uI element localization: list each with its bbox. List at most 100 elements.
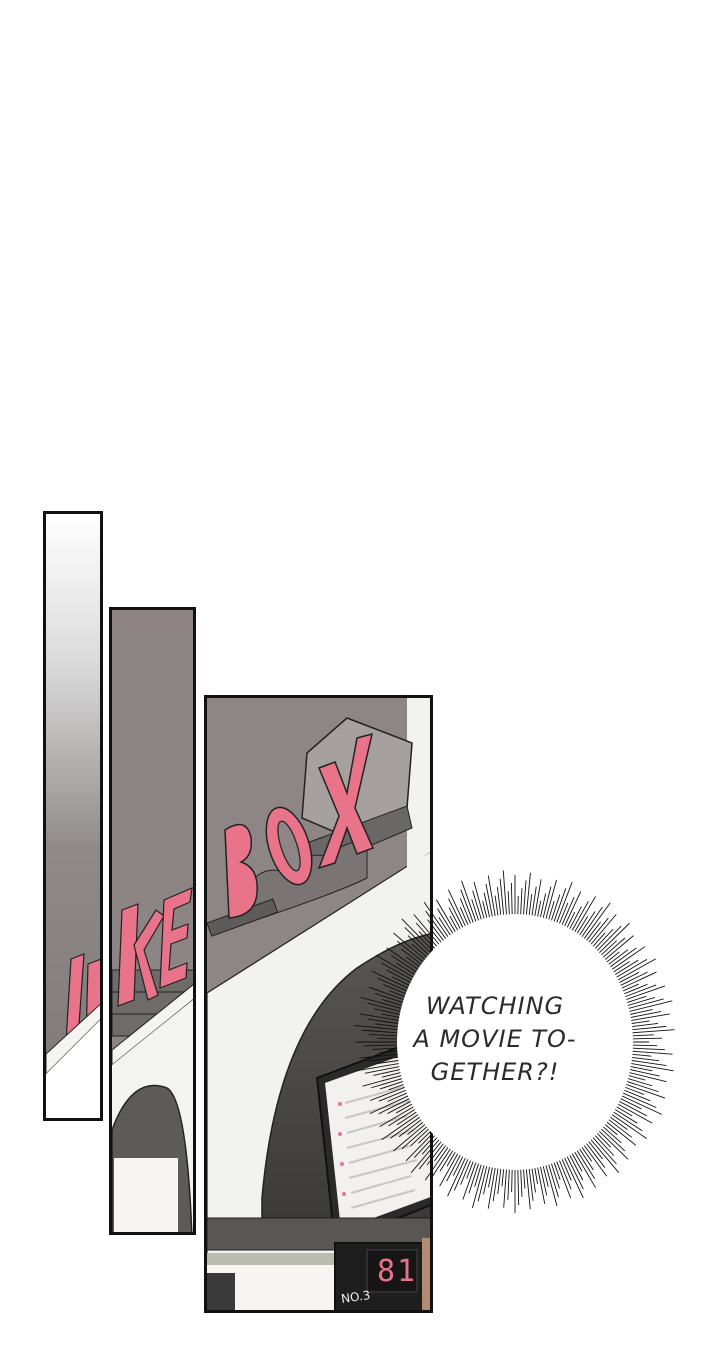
speech-burst — [353, 870, 675, 1213]
burst-spike — [578, 906, 603, 942]
burst-spike — [525, 872, 531, 921]
burst-spike — [543, 879, 557, 925]
burst-spike — [606, 1110, 647, 1139]
burst-spike — [492, 1162, 500, 1202]
burst-spike — [487, 875, 497, 922]
burst-spike — [436, 899, 459, 938]
burst-spike — [472, 1159, 487, 1209]
burst-spike — [369, 1093, 414, 1115]
burst-spike — [432, 1143, 454, 1177]
burst-spike — [361, 1029, 404, 1034]
burst-spike — [517, 1163, 520, 1205]
burst-spike — [617, 1090, 657, 1108]
burst-spike — [613, 1098, 648, 1117]
burst-spike — [375, 954, 419, 981]
burst-spike — [554, 1155, 572, 1199]
burst-spike — [381, 1110, 424, 1141]
burst-spike — [551, 888, 567, 928]
burst-spike — [533, 879, 542, 922]
burst-spike — [571, 1146, 596, 1188]
burst-spike — [477, 1160, 489, 1202]
burst-spike — [364, 1064, 406, 1074]
burst-spike — [410, 1134, 444, 1173]
burst-spike — [448, 898, 466, 933]
burst-spike — [415, 922, 442, 951]
burst-spike — [364, 1044, 404, 1047]
burst-spike — [507, 1163, 511, 1200]
burst-spike — [606, 946, 646, 974]
burst-spike — [371, 970, 414, 991]
burst-spike — [592, 925, 622, 956]
burst-spike — [393, 932, 430, 964]
burst-spike — [623, 1000, 673, 1014]
burst-spike — [620, 985, 666, 1002]
burst-spike — [390, 1113, 425, 1139]
burst-spike — [356, 1062, 405, 1072]
burst-spike — [424, 1142, 452, 1181]
burst-spike — [543, 1159, 558, 1207]
burst-spike — [460, 889, 476, 929]
burst-spike — [401, 1122, 432, 1150]
burst-spike — [522, 880, 527, 921]
burst-spike — [423, 901, 452, 942]
burst-spike — [377, 977, 413, 994]
panel-3-art — [207, 698, 430, 1310]
burst-spike — [588, 1133, 617, 1165]
burst-spike — [473, 881, 487, 925]
burst-spike — [405, 1128, 438, 1162]
burst-spike — [573, 1145, 596, 1180]
comic-panel-1 — [43, 511, 103, 1121]
sign-fragment-ke — [117, 887, 193, 1007]
burst-spike — [626, 1047, 665, 1051]
burst-spike — [571, 896, 596, 938]
burst-spike — [594, 922, 630, 958]
burst-spike — [369, 1084, 411, 1101]
burst-spike — [620, 1082, 666, 1099]
burst-spike — [622, 998, 664, 1011]
burst-spike — [359, 1053, 404, 1059]
burst-spike — [608, 1108, 643, 1132]
burst-spike — [360, 1013, 405, 1022]
burst-spike — [616, 1093, 663, 1115]
panel-2-art — [112, 610, 193, 1232]
burst-spike — [439, 1148, 461, 1187]
burst-spike — [503, 1163, 508, 1208]
burst-spike — [453, 1153, 471, 1191]
burst-spike — [447, 1152, 469, 1197]
burst-spike — [561, 891, 582, 932]
burst-spike — [612, 1100, 653, 1124]
burst-spike — [556, 1154, 572, 1190]
speech-line-2: A MOVIE TO- — [413, 1025, 577, 1053]
burst-spike — [371, 1076, 408, 1089]
burst-spike — [625, 1059, 667, 1066]
burst-spike — [626, 1050, 673, 1055]
burst-spike — [569, 901, 589, 936]
burst-spike — [367, 1018, 405, 1025]
burst-spike — [561, 1152, 584, 1199]
burst-spike — [378, 1095, 415, 1115]
burst-spike — [393, 1120, 430, 1152]
burst-spike — [546, 1158, 559, 1198]
panel-1-art — [46, 514, 100, 1118]
burst-spike — [353, 1024, 404, 1031]
burst-spike — [625, 1013, 670, 1022]
speech-text: WATCHING A MOVIE TO- GETHER?! — [380, 990, 610, 1089]
burst-spike — [541, 886, 552, 924]
burst-spike — [448, 889, 469, 932]
burst-spike — [388, 1105, 421, 1127]
burst-spike — [612, 958, 656, 984]
burst-spike — [381, 962, 418, 984]
burst-spike — [379, 1103, 419, 1128]
burst-spike — [626, 1025, 667, 1031]
burst-spike — [616, 971, 657, 991]
burst-spike — [625, 1062, 674, 1072]
burst-spike — [404, 927, 436, 958]
speech-line-3: GETHER?! — [430, 1058, 560, 1086]
burst-spike — [418, 1136, 446, 1170]
burst-spike — [600, 935, 634, 964]
burst-spike — [624, 1011, 662, 1020]
burst-spike — [619, 984, 657, 1000]
burst-spike — [525, 1163, 531, 1210]
burst-spike — [461, 880, 479, 928]
burst-spike — [401, 918, 438, 956]
